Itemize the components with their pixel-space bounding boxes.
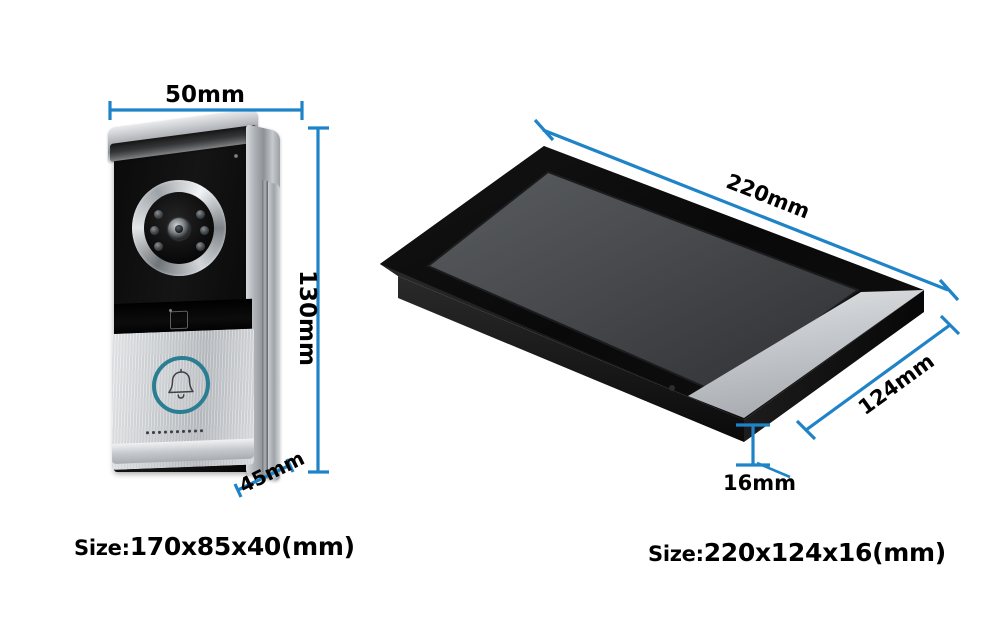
monitor-size-caption: Size:220x124x16(mm) bbox=[648, 540, 946, 565]
door-station-image bbox=[96, 108, 296, 482]
dimension-label-16mm: 16mm bbox=[723, 471, 796, 495]
ir-led-icon bbox=[150, 226, 159, 235]
monitor-size-value: 220x124x16(mm) bbox=[703, 538, 946, 567]
bell-icon bbox=[166, 367, 196, 402]
ir-led-icon bbox=[154, 210, 163, 219]
rfid-card-icon bbox=[170, 310, 188, 330]
monitor-size-prefix: Size: bbox=[648, 542, 704, 566]
dimension-label-50mm: 50mm bbox=[165, 82, 245, 108]
microphone-pinhole-icon bbox=[234, 154, 238, 158]
door-station-rear-face bbox=[268, 182, 280, 475]
rfid-card-indicator-icon bbox=[169, 309, 172, 312]
monitor-bottom-edge bbox=[398, 276, 744, 442]
ir-led-icon bbox=[196, 210, 205, 219]
monitor-image bbox=[372, 120, 932, 450]
ir-led-icon bbox=[196, 242, 205, 251]
door-station-size-value: 170x85x40(mm) bbox=[129, 532, 355, 561]
ir-led-icon bbox=[154, 242, 163, 251]
door-station-size-caption: Size:170x85x40(mm) bbox=[74, 534, 355, 559]
dimension-label-130mm: 130mm bbox=[294, 270, 320, 366]
camera-lens-icon bbox=[168, 218, 190, 240]
status-indicator-icon bbox=[669, 385, 675, 391]
door-station-size-prefix: Size: bbox=[74, 536, 130, 560]
monitor-illustration bbox=[380, 146, 924, 442]
ir-led-icon bbox=[200, 226, 209, 235]
